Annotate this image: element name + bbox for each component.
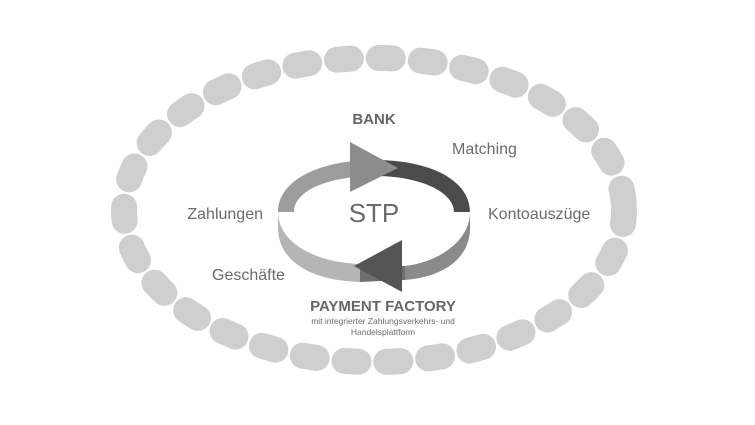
cycle-arrows	[278, 142, 470, 292]
payment-factory-subtitle-2: Handelsplattform	[351, 327, 415, 337]
cycle-band-lower	[278, 212, 360, 282]
center-label: STP	[349, 198, 400, 228]
cycle-arrowhead-bottom	[354, 240, 402, 292]
cycle-band-upper-right	[375, 160, 470, 212]
process-statements: Kontoauszüge	[488, 206, 590, 223]
cycle-band-right	[405, 212, 470, 280]
process-transactions: Geschäfte	[212, 267, 285, 284]
bank-label: BANK	[352, 111, 395, 128]
payment-factory-subtitle-1: mit integrierter Zahlungsverkehrs- und	[311, 316, 455, 326]
payment-factory-title: PAYMENT FACTORY	[310, 298, 456, 315]
process-matching: Matching	[452, 141, 517, 158]
outer-dashed-ring	[111, 45, 637, 375]
process-payments: Zahlungen	[187, 206, 263, 223]
cycle-arrowhead-top	[350, 142, 398, 192]
